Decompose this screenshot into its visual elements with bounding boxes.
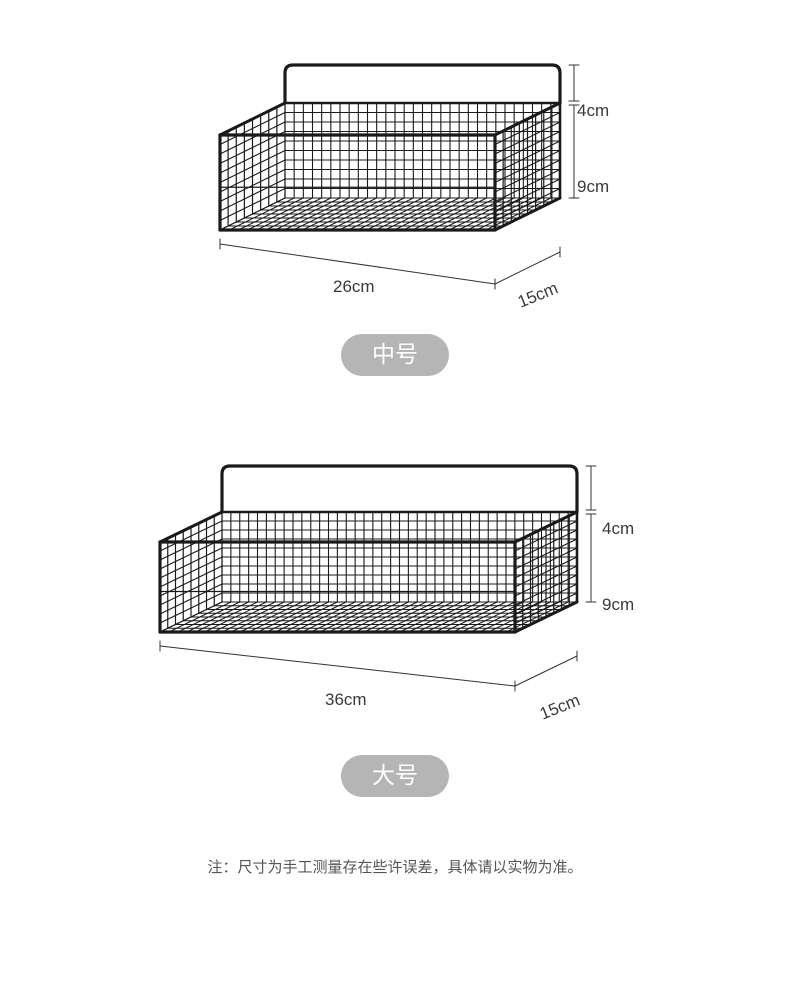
wire-grid — [219, 102, 561, 231]
right-side-wire — [494, 187, 561, 222]
basket-medium-illustration — [218, 63, 580, 290]
right-side-wire — [514, 547, 578, 579]
left-side-wire — [219, 149, 286, 184]
frame-right-bottom — [493, 196, 562, 232]
left-side-wire — [219, 111, 286, 146]
left-side-wire — [219, 168, 286, 203]
right-side-wire — [494, 121, 561, 155]
right-side-wire — [494, 130, 561, 165]
left-side-wire — [159, 547, 223, 579]
left-side-wire — [219, 130, 286, 165]
right-side-wire — [514, 529, 578, 561]
right-side-wire — [494, 111, 561, 146]
dim-line-length — [159, 645, 516, 687]
right-side-wire — [514, 583, 578, 615]
frame-left-top — [158, 510, 224, 544]
dim-length-medium: 26cm — [333, 277, 375, 296]
left-side-wire — [219, 140, 286, 174]
dim-back-height-large: 4cm — [602, 519, 635, 538]
right-side-wire — [514, 556, 578, 588]
left-side-wire — [159, 520, 223, 552]
right-side-wire — [514, 520, 578, 552]
dimension-lines — [159, 465, 597, 692]
dim-line-depth — [514, 655, 578, 687]
size-label-medium: 中号 — [341, 334, 449, 376]
right-side-wire — [514, 565, 578, 597]
right-side-wire — [514, 538, 578, 570]
dim-length-large: 36cm — [325, 690, 367, 709]
basket-large-illustration — [158, 464, 597, 692]
size-label-large: 大号 — [341, 755, 449, 797]
dim-line-length — [219, 243, 496, 285]
hanger-loop — [283, 63, 562, 105]
right-side-wire — [494, 159, 561, 193]
left-side-wire — [159, 538, 223, 570]
dim-front-height-medium: 9cm — [577, 177, 610, 196]
left-side-wire — [159, 592, 223, 624]
left-side-wire — [159, 529, 223, 561]
dim-line-depth — [494, 251, 561, 285]
hanger-loop — [220, 464, 579, 514]
frame-right-bottom — [513, 600, 579, 634]
left-side-wire — [159, 574, 223, 606]
left-side-wire — [159, 583, 223, 615]
dim-back-height-medium: 4cm — [577, 101, 610, 120]
left-side-wire — [159, 556, 223, 588]
right-side-wire — [494, 168, 561, 203]
left-side-wire — [219, 178, 286, 212]
dim-front-height-large: 9cm — [602, 595, 635, 614]
product-large: 4cm 9cm 36cm 15cm 大号 — [0, 450, 790, 800]
right-side-wire — [514, 592, 578, 624]
frame-left-top — [218, 101, 287, 137]
right-side-wire — [494, 178, 561, 212]
left-side-wire — [219, 187, 286, 222]
wire-frame — [218, 63, 562, 232]
frame-right-top — [513, 510, 579, 544]
dimension-lines — [219, 64, 580, 290]
right-side-wire — [494, 140, 561, 174]
right-side-wire — [514, 574, 578, 606]
right-side-wire — [494, 149, 561, 184]
left-side-wire — [219, 121, 286, 155]
left-side-wire — [159, 601, 223, 633]
product-medium: 4cm 9cm 26cm 15cm 中号 — [0, 40, 790, 380]
frame-right-top — [493, 101, 562, 137]
wire-frame — [158, 464, 579, 634]
left-side-wire — [219, 197, 286, 231]
measurement-note: 注：尺寸为手工测量存在些许误差，具体请以实物为准。 — [207, 858, 583, 876]
